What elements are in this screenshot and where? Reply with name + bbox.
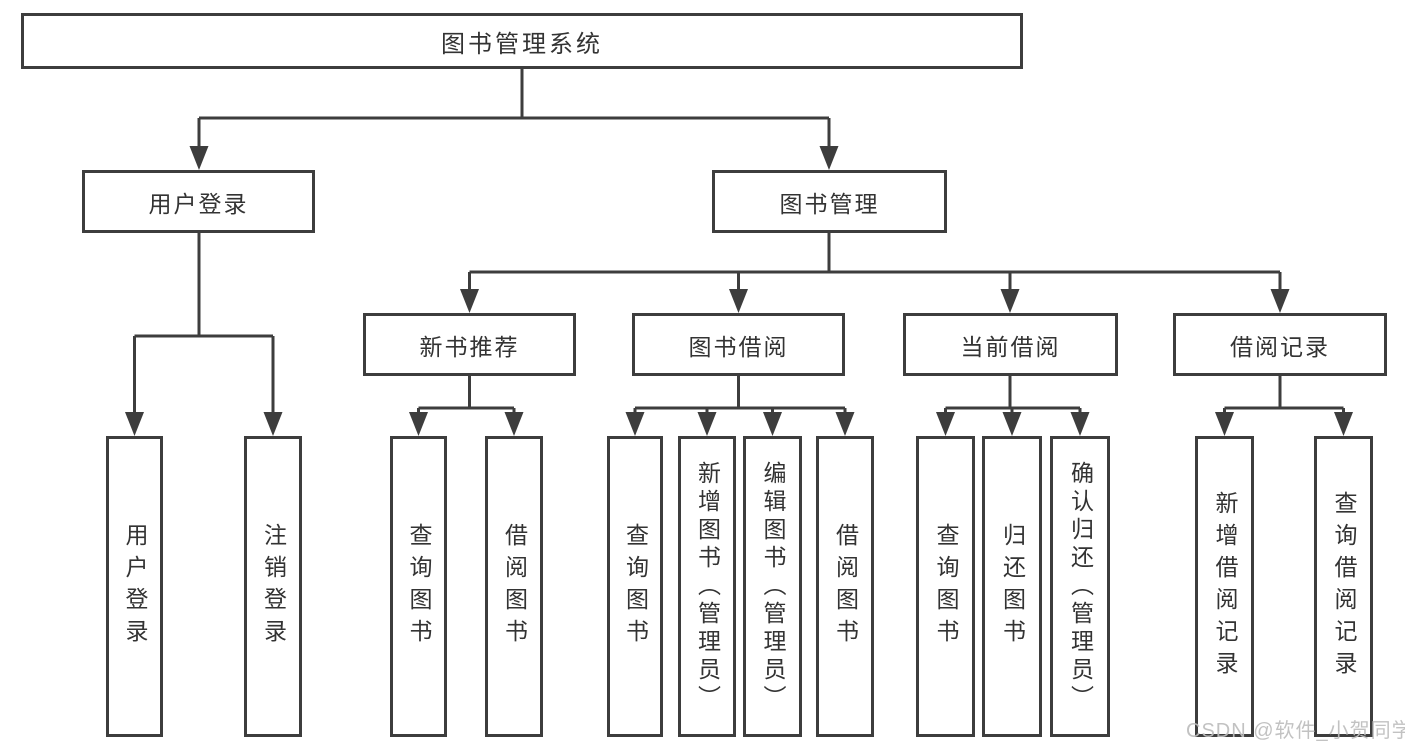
node-book-management: 图书管理 — [712, 170, 947, 233]
arrowheads — [125, 146, 1353, 436]
node-leaf-logout: 注销登录 — [244, 436, 302, 737]
node-leaf-query-borrow-record: 查询借阅记录 — [1314, 436, 1373, 737]
node-leaf-query-books-borrow: 查询图书 — [607, 436, 663, 737]
node-book-borrow: 图书借阅 — [632, 313, 845, 376]
node-label: 新书推荐 — [419, 333, 520, 360]
node-label: 借阅图书 — [501, 522, 528, 651]
node-label: 当前借阅 — [960, 333, 1061, 360]
node-label: 新增借阅记录 — [1212, 490, 1238, 683]
node-leaf-add-books-admin: 新增图书（管理员） — [678, 436, 736, 737]
node-label: 图书借阅 — [688, 333, 789, 360]
node-new-book-recommend: 新书推荐 — [363, 313, 576, 376]
node-leaf-query-books-current: 查询图书 — [916, 436, 975, 737]
node-leaf-edit-books-admin: 编辑图书（管理员） — [743, 436, 802, 737]
csdn-watermark: CSDN @软件_小贺同学 — [1186, 720, 1405, 742]
node-label: 确认归还（管理员） — [1067, 460, 1094, 713]
node-leaf-add-borrow-record: 新增借阅记录 — [1195, 436, 1254, 737]
node-label: 查询借阅记录 — [1331, 490, 1357, 683]
node-label: 借阅记录 — [1230, 333, 1330, 360]
node-leaf-query-books-recommend: 查询图书 — [390, 436, 447, 737]
node-current-borrow: 当前借阅 — [903, 313, 1118, 376]
node-leaf-return-books: 归还图书 — [982, 436, 1042, 737]
node-label: 注销登录 — [260, 522, 287, 651]
node-borrow-records: 借阅记录 — [1173, 313, 1387, 376]
node-leaf-borrow-books: 借阅图书 — [816, 436, 874, 737]
node-leaf-user-login: 用户登录 — [106, 436, 163, 737]
node-label: 用户登录 — [122, 522, 148, 651]
node-label: 编辑图书（管理员） — [760, 460, 786, 713]
node-label: 新增图书（管理员） — [694, 460, 721, 713]
node-label: 图书管理系统 — [441, 30, 603, 58]
node-label: 查询图书 — [622, 522, 649, 651]
node-label: 借阅图书 — [832, 522, 859, 651]
node-user-login: 用户登录 — [82, 170, 315, 233]
node-label: 查询图书 — [933, 522, 959, 651]
node-library-management-system: 图书管理系统 — [21, 13, 1023, 69]
node-leaf-borrow-books-recommend: 借阅图书 — [485, 436, 543, 737]
node-leaf-confirm-return-admin: 确认归还（管理员） — [1050, 436, 1110, 737]
node-label: 归还图书 — [999, 522, 1026, 651]
node-label: 图书管理 — [779, 190, 880, 217]
node-label: 用户登录 — [148, 190, 249, 217]
node-label: 查询图书 — [406, 522, 432, 651]
